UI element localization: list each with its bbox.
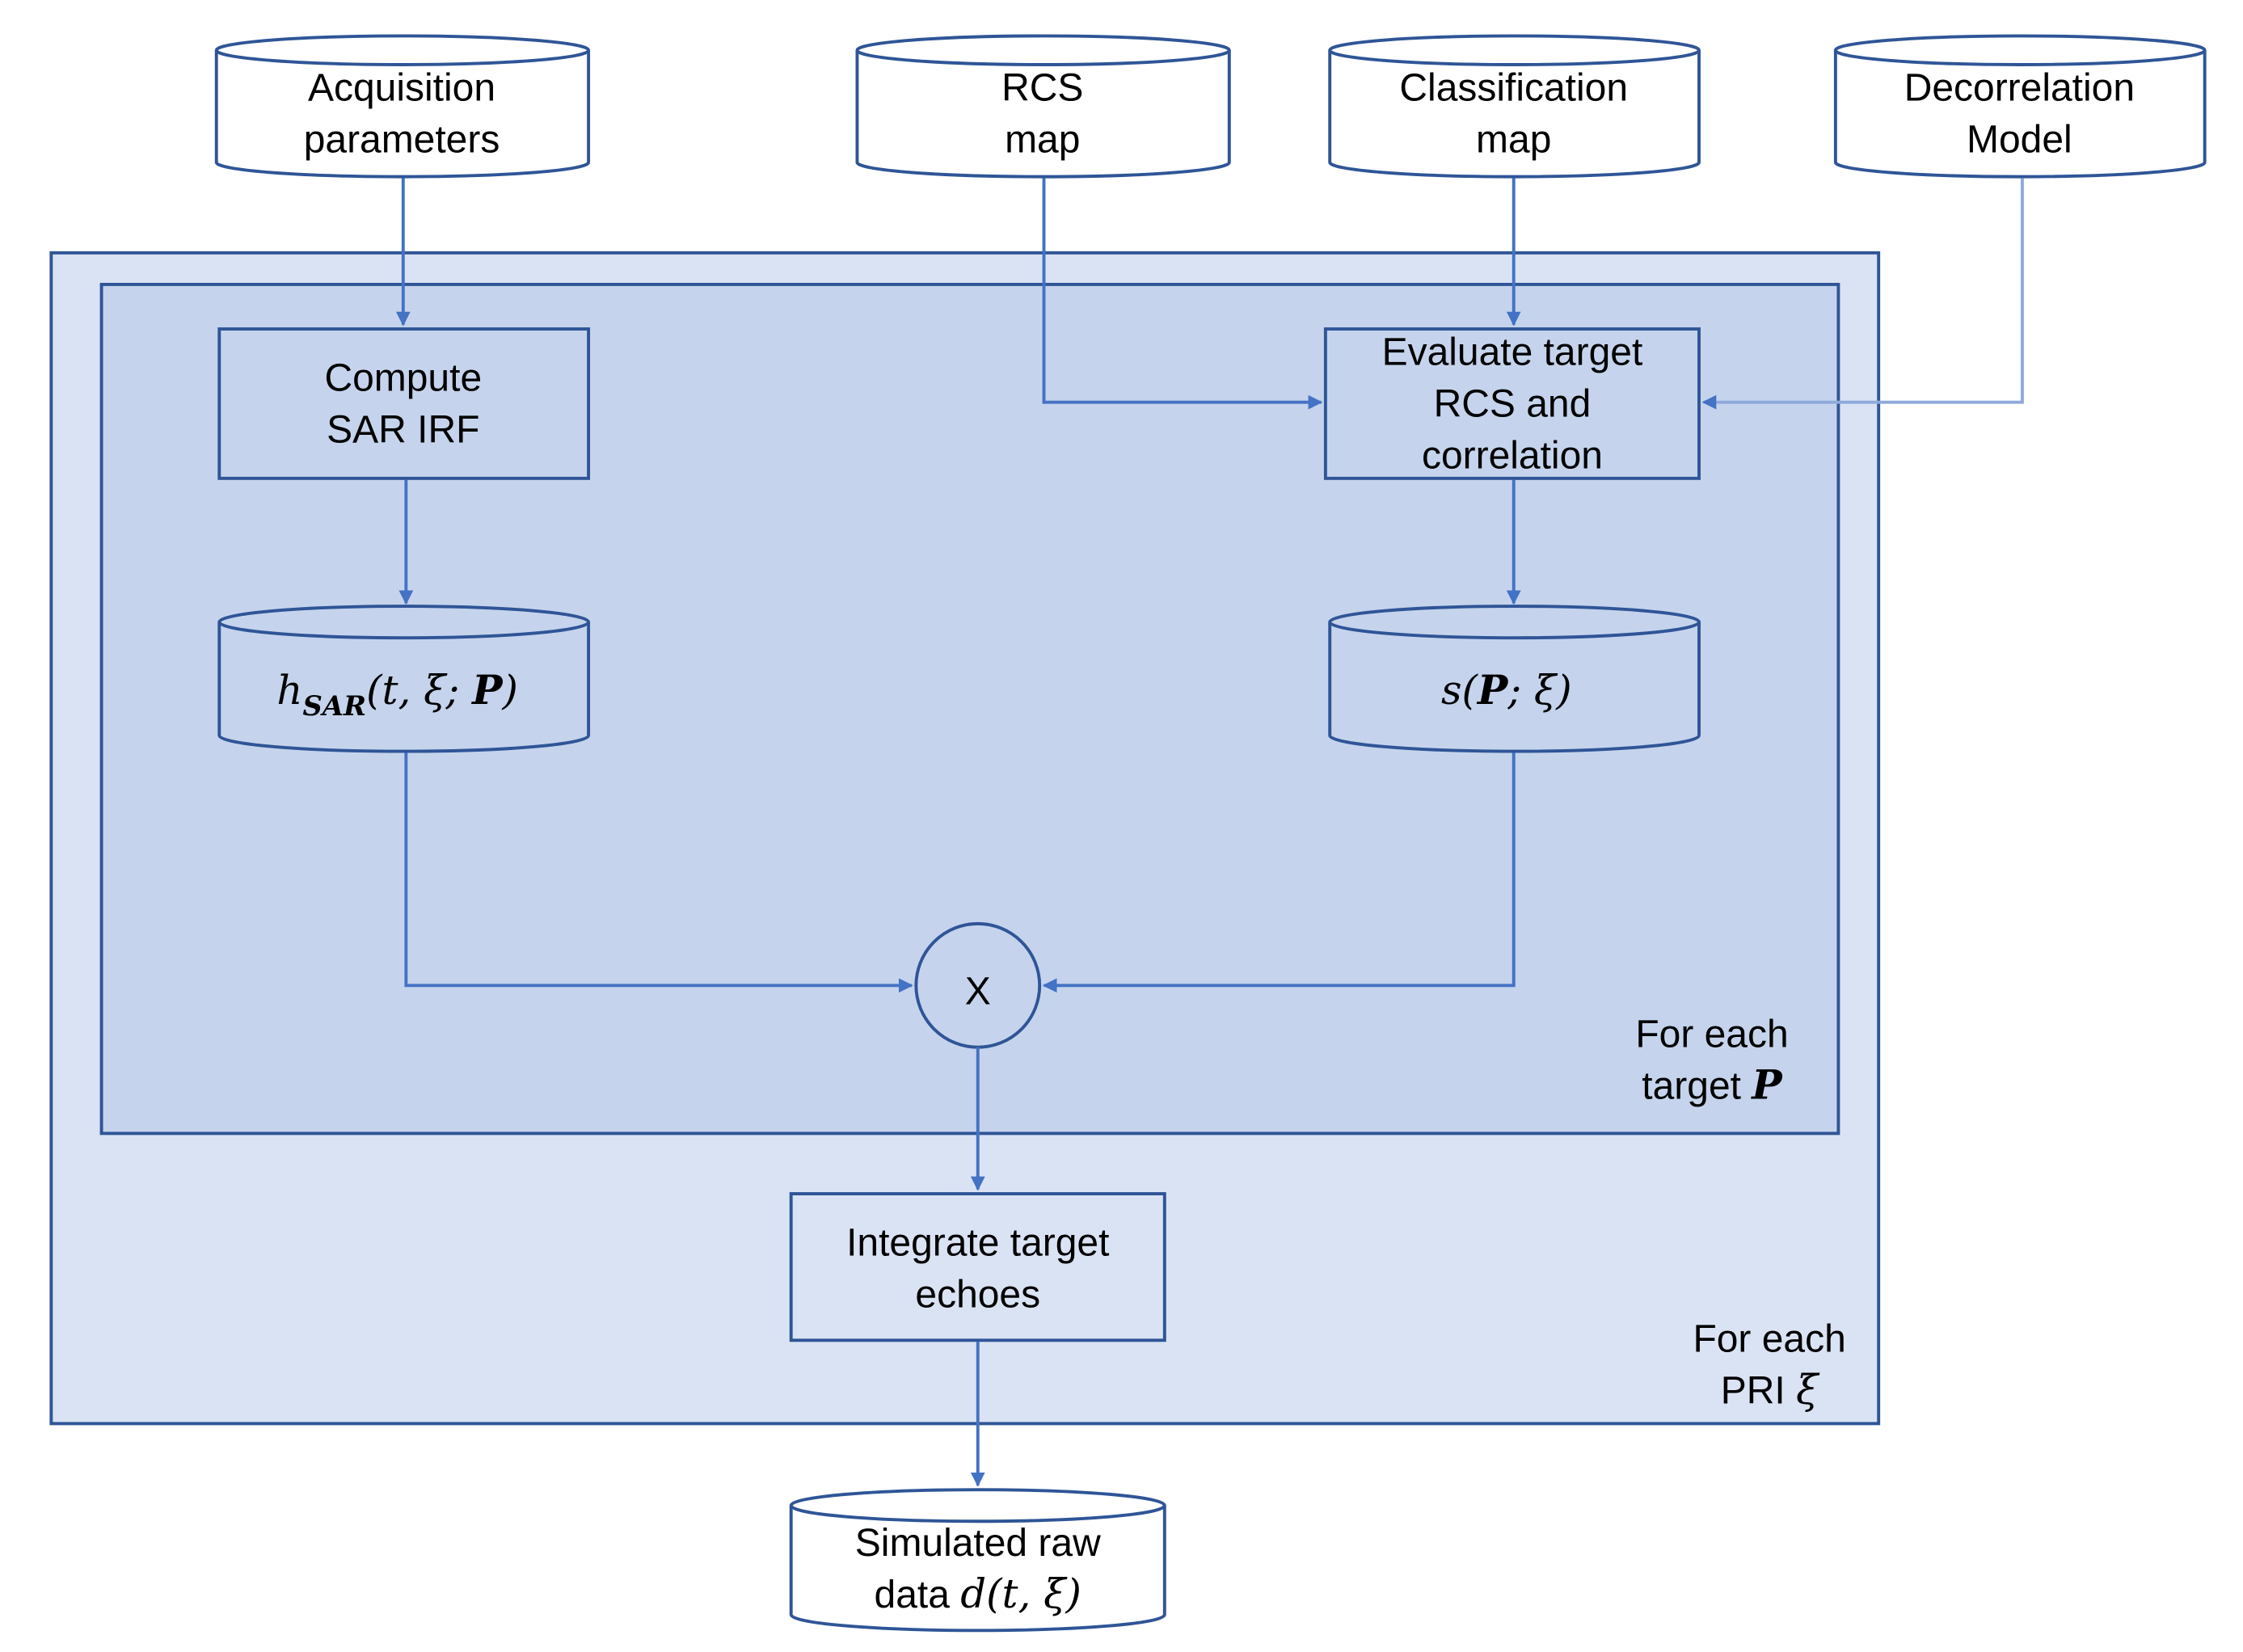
- label: SAR IRF: [327, 408, 479, 451]
- outer-loop-label: PRI ξ: [1721, 1367, 1820, 1414]
- label: Classification: [1399, 66, 1628, 109]
- label: Evaluate target: [1382, 331, 1643, 373]
- store-h-sar: hSAR(t, ξ; P): [217, 605, 591, 753]
- label: Integrate target: [846, 1221, 1109, 1264]
- label: parameters: [304, 118, 500, 161]
- label: Decorrelation: [1904, 66, 2135, 109]
- arrow-rcs-to-evaluate: [1042, 178, 1323, 410]
- output-simulated-raw-data: Simulated raw data d(t, ξ): [789, 1488, 1166, 1633]
- process-compute-sar-irf: Compute SAR IRF: [217, 327, 591, 480]
- label: echoes: [915, 1273, 1040, 1316]
- h-sar-formula: hSAR(t, ξ; P): [276, 666, 518, 722]
- inner-loop-label: target P: [1642, 1061, 1783, 1109]
- process-integrate-echoes: Integrate target echoes: [789, 1192, 1166, 1342]
- input-rcs-map: RCS map: [855, 34, 1231, 179]
- label: Simulated raw: [855, 1522, 1101, 1565]
- label: correlation: [1422, 434, 1603, 477]
- label: Acquisition: [308, 66, 495, 109]
- input-classification-map: Classification map: [1328, 34, 1701, 179]
- process-evaluate-rcs: Evaluate target RCS and correlation: [1323, 327, 1701, 480]
- arrow-decorrelation-to-evaluate: [1701, 178, 2024, 410]
- label: RCS and: [1434, 382, 1592, 425]
- label: RCS: [1001, 66, 1083, 109]
- outer-loop-label: For each: [1693, 1318, 1845, 1361]
- multiply-symbol: X: [965, 970, 991, 1013]
- multiply-node: X: [914, 921, 1042, 1049]
- label: Model: [1967, 118, 2072, 161]
- label: Compute: [324, 356, 482, 399]
- label: map: [1476, 118, 1551, 161]
- arrow-hsar-to-multiply: [404, 752, 913, 993]
- store-s-target: s(P; ξ): [1328, 605, 1701, 753]
- arrow-s-to-multiply: [1042, 752, 1516, 993]
- input-decorrelation-model: Decorrelation Model: [1833, 34, 2207, 179]
- label: data d(t, ξ): [875, 1570, 1081, 1617]
- s-formula: s(P; ξ): [1441, 666, 1572, 714]
- input-acquisition-parameters: Acquisition parameters: [214, 34, 591, 179]
- inner-loop-label: For each: [1635, 1014, 1788, 1056]
- label: map: [1005, 118, 1080, 161]
